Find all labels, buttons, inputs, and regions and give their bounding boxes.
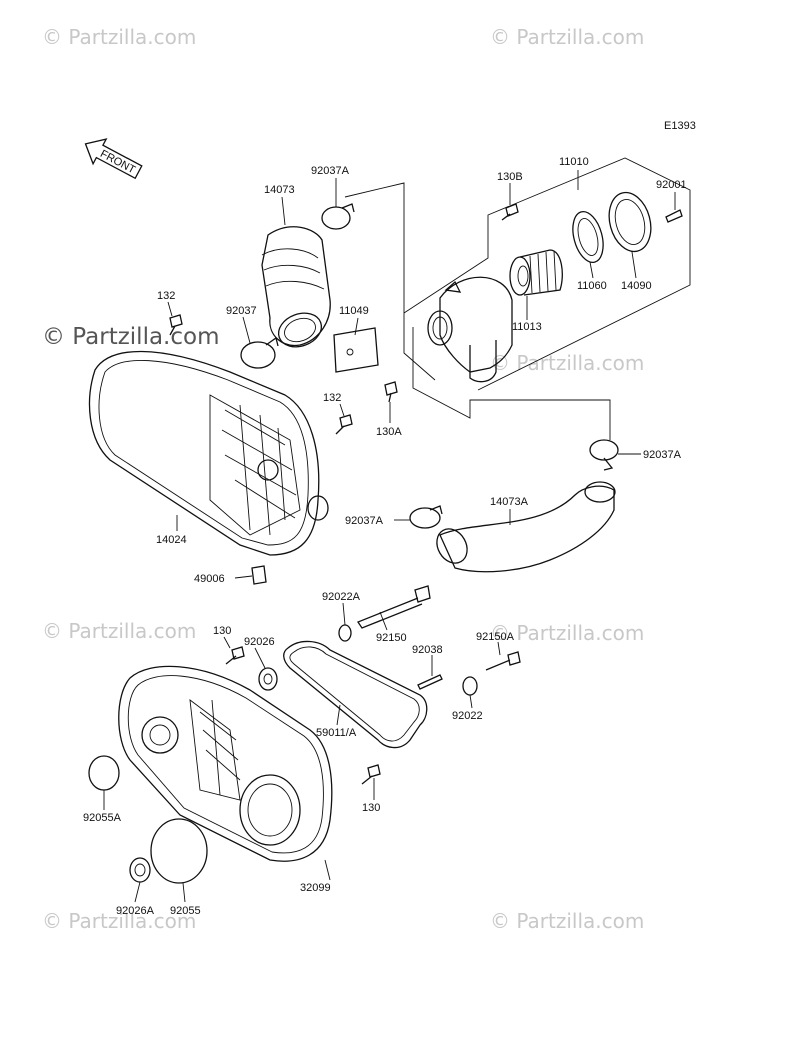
label-92037: 92037 <box>226 305 257 317</box>
label-92037a-mid: 92037A <box>345 515 384 527</box>
leader-lines <box>103 170 676 903</box>
drive-belt <box>283 640 428 749</box>
bolt-92150a <box>485 651 521 671</box>
watermark: © Partzilla.com <box>490 621 644 645</box>
bolt-130-top <box>225 646 245 665</box>
label-92038: 92038 <box>412 644 443 656</box>
watermark: © Partzilla.com <box>42 909 196 933</box>
watermark: © Partzilla.com <box>490 351 644 375</box>
watermarks: © Partzilla.com © Partzilla.com © Partzi… <box>42 25 644 933</box>
bolt-92150 <box>357 585 431 629</box>
label-92026a: 92026A <box>116 905 155 917</box>
inner-cover-32099 <box>118 665 333 862</box>
label-11010: 11010 <box>559 156 589 168</box>
label-130a: 130A <box>376 426 402 438</box>
watermark-large: © Partzilla.com <box>42 324 220 350</box>
gasket <box>572 210 604 264</box>
label-92037a-top: 92037A <box>311 165 350 177</box>
intake-duct-14073 <box>261 226 331 348</box>
air-cleaner-housing <box>427 276 513 383</box>
drain-plug <box>251 565 267 585</box>
label-11013: 11013 <box>512 321 542 333</box>
bolt-130a <box>384 381 398 403</box>
assembly-bracket-lines <box>344 157 691 440</box>
outer-cover-14024 <box>88 350 329 556</box>
label-92055: 92055 <box>170 905 201 917</box>
watermark: © Partzilla.com <box>42 619 196 643</box>
bolt-132-mid <box>335 414 353 435</box>
air-filter-element <box>509 249 563 296</box>
diagram-code: E1393 <box>664 120 696 132</box>
label-11060: 11060 <box>577 280 607 292</box>
label-49006: 49006 <box>194 573 225 585</box>
label-11049: 11049 <box>339 305 369 317</box>
label-92001: 92001 <box>656 179 687 191</box>
label-32099: 32099 <box>300 882 331 894</box>
washer-92022a <box>338 624 352 642</box>
clip <box>665 209 683 223</box>
bolt-130b <box>501 203 519 221</box>
label-132-mid: 132 <box>323 392 341 404</box>
air-cleaner-cap <box>608 191 652 253</box>
clamp-92037 <box>240 336 279 369</box>
label-14073: 14073 <box>264 184 295 196</box>
watermark: © Partzilla.com <box>42 25 196 49</box>
clamp-92037a-mid <box>409 505 443 529</box>
label-130-top: 130 <box>213 625 231 637</box>
bracket-11049 <box>333 327 379 373</box>
o-ring-92055 <box>150 818 208 884</box>
pin-92038 <box>417 674 443 690</box>
label-92150: 92150 <box>376 632 407 644</box>
bolt-132-top <box>169 314 183 336</box>
bolt-130-right <box>361 764 381 785</box>
label-92022: 92022 <box>452 710 483 722</box>
clamp-92037a-top <box>321 203 355 230</box>
watermark: © Partzilla.com <box>490 25 644 49</box>
intake-duct-14073a <box>436 481 616 573</box>
watermark: © Partzilla.com <box>490 909 644 933</box>
washer-92022 <box>462 676 478 696</box>
front-arrow-icon: FRONT <box>84 138 143 180</box>
clamp-92037a-right <box>589 439 619 471</box>
label-132-top: 132 <box>157 290 175 302</box>
seal-92026a <box>129 857 151 883</box>
o-ring-92055a <box>88 755 120 791</box>
label-92026: 92026 <box>244 636 275 648</box>
label-130-right: 130 <box>362 802 380 814</box>
label-92055a: 92055A <box>83 812 122 824</box>
label-92022a: 92022A <box>322 591 361 603</box>
washer-92026 <box>258 667 278 691</box>
label-92150a: 92150A <box>476 631 515 643</box>
label-14090: 14090 <box>621 280 652 292</box>
part-labels: 11010 130B 92001 92037A 14073 132 92037 … <box>83 156 687 917</box>
label-14073a: 14073A <box>490 496 529 508</box>
label-59011a: 59011/A <box>316 727 357 739</box>
label-92037a-right: 92037A <box>643 449 682 461</box>
label-14024: 14024 <box>156 534 187 546</box>
label-130b: 130B <box>497 171 523 183</box>
